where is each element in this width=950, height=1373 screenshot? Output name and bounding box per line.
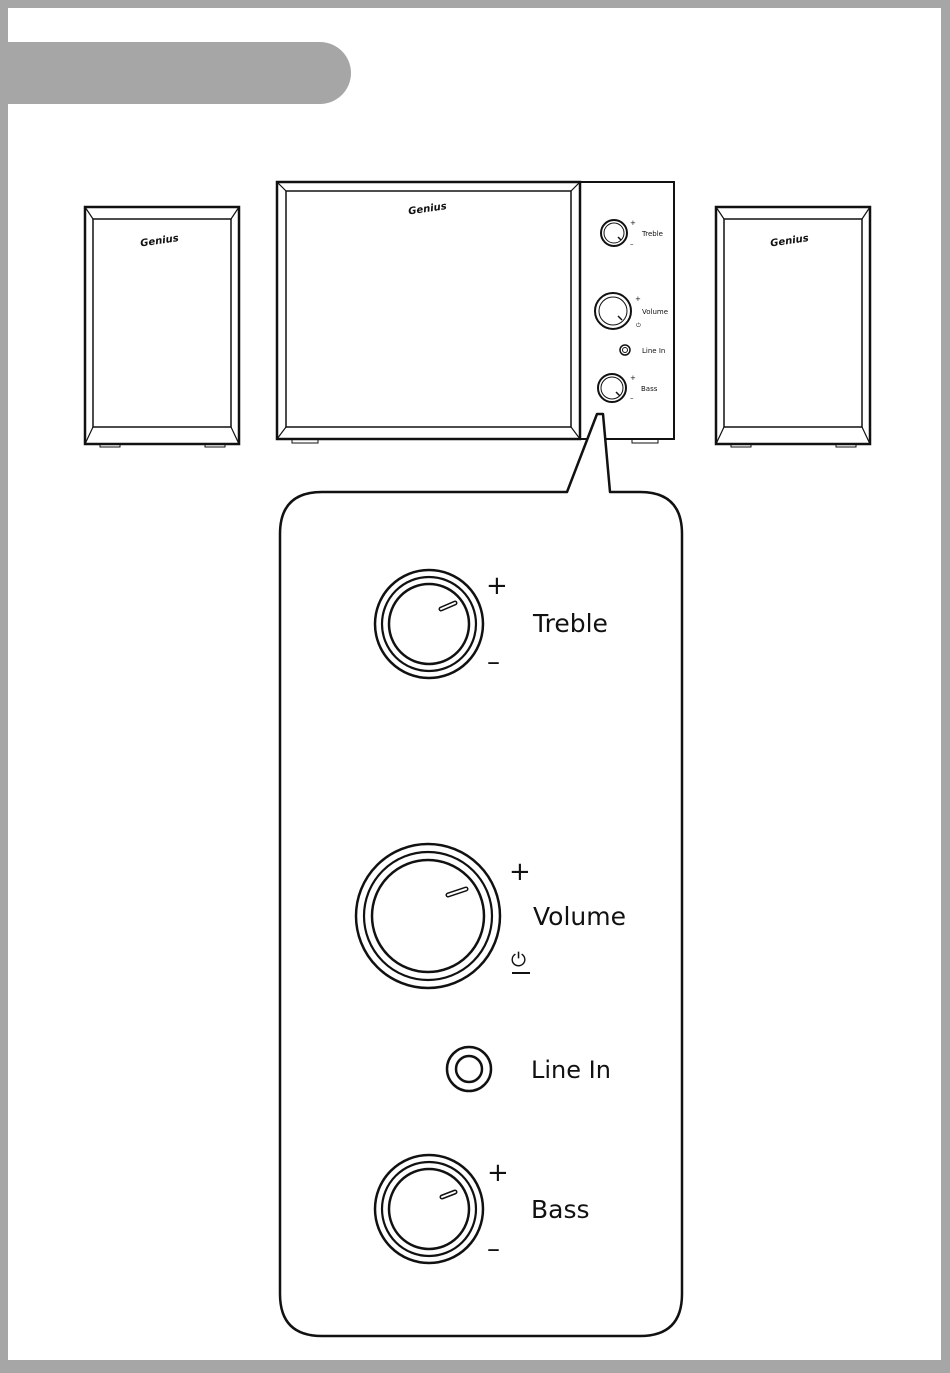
brand-logo-right: Genius	[770, 233, 810, 249]
mini-treble-minus: –	[630, 240, 634, 248]
mini-volume-knob	[595, 293, 631, 329]
mini-bass-label: Bass	[641, 385, 658, 393]
subwoofer	[277, 182, 674, 443]
treble-minus-sign: –	[487, 647, 500, 677]
mini-bass-plus: +	[630, 374, 636, 382]
mini-bass-minus: –	[630, 394, 634, 402]
mini-treble-label: Treble	[641, 230, 663, 238]
volume-label: Volume	[533, 902, 626, 931]
brand-logo-subwoofer: Genius	[408, 201, 448, 217]
brand-logo-left: Genius	[140, 233, 180, 249]
line-in-label: Line In	[531, 1056, 611, 1084]
mini-volume-label: Volume	[642, 308, 668, 316]
mini-power-icon: ⏻	[636, 322, 641, 329]
mini-control-panel: + Treble – + Volume ⏻ Line In + Bass –	[595, 219, 668, 402]
mini-bass-knob	[598, 374, 626, 402]
mini-line-in-label: Line In	[642, 347, 665, 355]
mini-volume-plus: +	[635, 295, 641, 303]
mini-treble-knob	[601, 220, 627, 246]
bass-label: Bass	[531, 1195, 590, 1224]
mini-line-in-jack	[620, 345, 630, 355]
power-icon: ⏻	[511, 949, 526, 971]
mini-treble-plus: +	[630, 219, 636, 227]
treble-plus-sign: +	[486, 571, 508, 601]
volume-plus-sign: +	[509, 857, 531, 887]
treble-label: Treble	[532, 609, 608, 638]
bass-minus-sign: –	[487, 1234, 500, 1264]
bass-plus-sign: +	[487, 1158, 509, 1188]
